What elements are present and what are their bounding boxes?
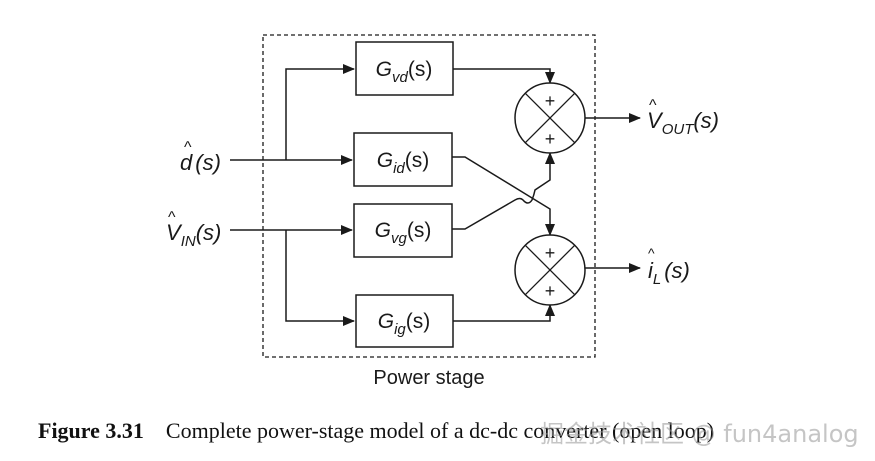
input-vin-wiring [230, 225, 355, 326]
block-gig-base: G [378, 310, 394, 333]
summer-2-bottom-sign: + [545, 281, 556, 301]
svg-text:d(s): d(s) [180, 150, 221, 175]
block-gvd-sub: vd [392, 69, 409, 86]
input-d-arg: (s) [195, 150, 221, 175]
output-vout-sub: OUT [662, 121, 696, 138]
svg-text:VOUT(s): VOUT(s) [647, 108, 719, 138]
figure-caption-text: Complete power-stage model of a dc-dc co… [165, 418, 715, 443]
block-gvg-arg: (s) [407, 219, 432, 242]
svg-text:Gvd(s): Gvd(s) [376, 58, 433, 86]
input-vin-arg: (s) [196, 220, 222, 245]
block-gvg: Gvg(s) [353, 203, 453, 258]
block-gvd: Gvd(s) [355, 41, 454, 96]
block-gid-arg: (s) [405, 149, 430, 172]
input-label-d: d(s) ^ [180, 139, 221, 175]
hat-icon: ^ [168, 209, 176, 226]
block-gig-sub: ig [394, 321, 406, 338]
figure-label: Figure 3.31 [38, 418, 144, 443]
block-gvg-sub: vg [391, 230, 408, 247]
power-stage-boundary [262, 34, 596, 358]
output-vout-base: V [647, 108, 664, 133]
summer-1-bottom-sign: + [545, 129, 556, 149]
block-gvg-base: G [375, 219, 391, 242]
power-stage-block-diagram: Gvd(s) Gid(s) Gvg(s) Gig(s) + + [166, 34, 719, 389]
block-gig-arg: (s) [406, 310, 431, 333]
block-gid-sub: id [393, 160, 405, 177]
hat-icon: ^ [184, 139, 192, 156]
watermark: 掘金技术社区 @ fun4analog [540, 420, 859, 448]
output-il-sub: L [653, 271, 661, 288]
block-gig: Gig(s) [355, 294, 454, 348]
block-gvd-base: G [376, 58, 392, 81]
svg-text:Gid(s): Gid(s) [377, 149, 430, 177]
summer-2: + + [514, 234, 586, 306]
input-d-wiring [230, 64, 355, 165]
summer-1: + + [514, 82, 586, 154]
wire-gid-to-sum2 [452, 156, 555, 236]
wire-gig-to-sum2 [453, 304, 555, 322]
wire-gvg-to-sum1 [452, 152, 555, 230]
input-d-base: d [180, 150, 193, 175]
wire-gvd-to-sum1 [453, 68, 555, 84]
input-vin-sub: IN [181, 233, 196, 250]
hat-icon: ^ [649, 97, 657, 114]
figure-caption: Figure 3.31 Complete power-stage model of… [38, 418, 868, 444]
hat-icon: ^ [648, 245, 655, 261]
svg-text:iL(s): iL(s) [648, 258, 690, 288]
output-vout-arg: (s) [693, 108, 719, 133]
output-il-arg: (s) [664, 258, 690, 283]
output-label-vout: VOUT(s) ^ [647, 97, 719, 138]
block-gid: Gid(s) [353, 132, 453, 187]
output-label-il: iL(s) ^ [648, 245, 690, 288]
summer-2-top-sign: + [545, 243, 556, 263]
power-stage-label: Power stage [373, 367, 484, 389]
block-gid-base: G [377, 149, 393, 172]
input-label-vin: VIN(s) ^ [166, 209, 221, 250]
summer-1-top-sign: + [545, 91, 556, 111]
svg-text:VIN(s): VIN(s) [166, 220, 221, 250]
input-vin-base: V [166, 220, 183, 245]
svg-text:Gvg(s): Gvg(s) [375, 219, 432, 247]
svg-text:Gig(s): Gig(s) [378, 310, 431, 338]
output-il-base: i [648, 258, 654, 283]
block-gvd-arg: (s) [408, 58, 433, 81]
